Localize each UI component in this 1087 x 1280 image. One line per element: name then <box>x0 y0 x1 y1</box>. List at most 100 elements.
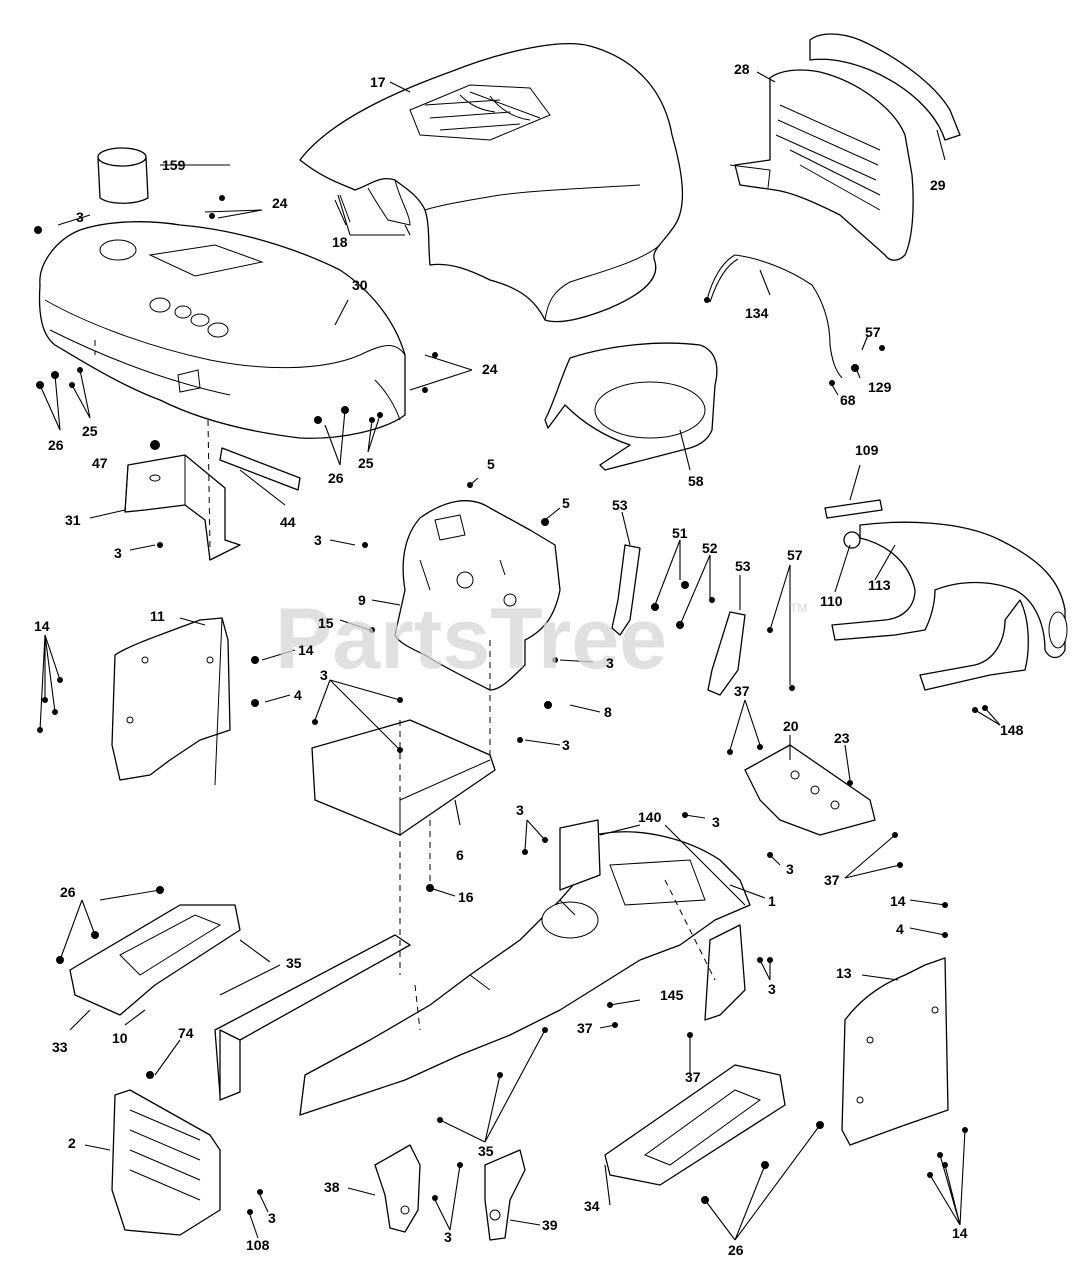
callout-30[interactable]: 30 <box>352 277 368 293</box>
callout-47[interactable]: 47 <box>92 455 108 471</box>
callout-25[interactable]: 25 <box>358 455 374 471</box>
dash-panel-part-30[interactable] <box>38 221 406 439</box>
callout-26[interactable]: 26 <box>328 470 344 486</box>
callout-16[interactable]: 16 <box>458 889 474 905</box>
callout-37[interactable]: 37 <box>824 872 840 888</box>
callout-148[interactable]: 148 <box>1000 722 1024 738</box>
callout-3[interactable]: 3 <box>320 667 328 683</box>
callout-113[interactable]: 113 <box>868 577 891 593</box>
callout-5[interactable]: 5 <box>562 495 570 511</box>
callout-15[interactable]: 15 <box>318 615 334 631</box>
callout-129[interactable]: 129 <box>868 379 892 395</box>
callout-159[interactable]: 159 <box>162 157 186 173</box>
callout-10[interactable]: 10 <box>112 1030 128 1046</box>
callout-8[interactable]: 8 <box>604 704 612 720</box>
callout-3[interactable]: 3 <box>268 1210 276 1226</box>
callout-6[interactable]: 6 <box>456 847 464 863</box>
callout-18[interactable]: 18 <box>332 234 348 250</box>
callout-14[interactable]: 14 <box>34 618 50 634</box>
bracket-part-53b[interactable] <box>707 611 746 696</box>
callout-1[interactable]: 1 <box>768 893 776 909</box>
callout-34[interactable]: 34 <box>584 1198 600 1214</box>
plug-part-110[interactable] <box>843 531 861 549</box>
callout-4[interactable]: 4 <box>896 921 904 937</box>
callout-145[interactable]: 145 <box>660 987 684 1003</box>
bracket-part-44[interactable] <box>219 447 301 491</box>
callout-38[interactable]: 38 <box>324 1179 340 1195</box>
bracket-part-31[interactable] <box>124 454 241 561</box>
callout-3[interactable]: 3 <box>562 737 570 753</box>
bar-part-109[interactable] <box>824 499 883 519</box>
callout-37[interactable]: 37 <box>734 683 750 699</box>
bumper-part-113[interactable] <box>831 521 1068 691</box>
callout-37[interactable]: 37 <box>685 1069 701 1085</box>
plate-part-6[interactable] <box>311 719 496 836</box>
callout-4[interactable]: 4 <box>294 687 302 703</box>
callout-140[interactable]: 140 <box>638 809 662 825</box>
callout-24[interactable]: 24 <box>272 195 288 211</box>
callout-35[interactable]: 35 <box>286 955 302 971</box>
callout-23[interactable]: 23 <box>834 730 850 746</box>
grille-part-28[interactable] <box>729 69 914 261</box>
callout-3[interactable]: 3 <box>516 802 524 818</box>
callout-5[interactable]: 5 <box>487 456 495 472</box>
footrest-part-34[interactable] <box>604 1064 786 1186</box>
callout-33[interactable]: 33 <box>52 1039 68 1055</box>
callout-108[interactable]: 108 <box>246 1237 270 1253</box>
bracket-part-140[interactable] <box>559 819 601 891</box>
footrest-part-33[interactable] <box>69 904 241 1016</box>
callout-2[interactable]: 2 <box>68 1135 76 1151</box>
callout-11[interactable]: 11 <box>150 608 165 624</box>
callout-68[interactable]: 68 <box>840 392 856 408</box>
callout-109[interactable]: 109 <box>855 442 879 458</box>
callout-26[interactable]: 26 <box>48 437 64 453</box>
callout-26[interactable]: 26 <box>60 884 76 900</box>
side-panel-part-13[interactable] <box>841 957 949 1146</box>
frame-part-1[interactable] <box>214 831 751 1116</box>
callout-29[interactable]: 29 <box>930 177 946 193</box>
callout-17[interactable]: 17 <box>370 74 386 90</box>
callout-3[interactable]: 3 <box>76 209 84 225</box>
callout-24[interactable]: 24 <box>482 361 498 377</box>
bracket-part-20[interactable] <box>744 744 876 836</box>
bracket-part-145[interactable] <box>704 924 746 1021</box>
callout-9[interactable]: 9 <box>358 592 366 608</box>
callout-3[interactable]: 3 <box>768 981 776 997</box>
callout-74[interactable]: 74 <box>178 1025 194 1041</box>
callout-26[interactable]: 26 <box>728 1242 744 1258</box>
cable-part-134[interactable] <box>706 254 843 379</box>
callout-28[interactable]: 28 <box>734 61 750 77</box>
callout-25[interactable]: 25 <box>82 423 98 439</box>
callout-14[interactable]: 14 <box>952 1225 968 1241</box>
callout-20[interactable]: 20 <box>783 718 799 734</box>
callout-14[interactable]: 14 <box>890 893 906 909</box>
callout-3[interactable]: 3 <box>712 814 720 830</box>
bracket-part-53[interactable] <box>611 544 641 636</box>
callout-3[interactable]: 3 <box>444 1229 452 1245</box>
callout-58[interactable]: 58 <box>688 473 704 489</box>
callout-44[interactable]: 44 <box>280 514 296 530</box>
hood-part-17[interactable] <box>299 43 684 323</box>
callout-134[interactable]: 134 <box>745 305 769 321</box>
bracket-part-39[interactable] <box>484 1149 526 1241</box>
callout-35[interactable]: 35 <box>478 1143 494 1159</box>
callout-3[interactable]: 3 <box>314 532 322 548</box>
callout-110[interactable]: 110 <box>820 593 843 609</box>
bracket-part-38[interactable] <box>374 1144 421 1233</box>
cup-part-159[interactable] <box>97 147 149 204</box>
shroud-part-58[interactable] <box>544 342 718 471</box>
callout-51[interactable]: 51 <box>672 525 688 541</box>
panel-part-9[interactable] <box>394 500 561 691</box>
callout-13[interactable]: 13 <box>836 965 852 981</box>
callout-53[interactable]: 53 <box>612 497 628 513</box>
callout-3[interactable]: 3 <box>606 655 614 671</box>
callout-3[interactable]: 3 <box>114 545 122 561</box>
callout-3[interactable]: 3 <box>786 861 794 877</box>
callout-53[interactable]: 53 <box>735 558 751 574</box>
callout-57[interactable]: 57 <box>865 324 881 340</box>
side-panel-part-11[interactable] <box>111 617 231 786</box>
callout-37[interactable]: 37 <box>577 1020 593 1036</box>
grille-trim-part-29[interactable] <box>809 33 961 141</box>
callout-39[interactable]: 39 <box>542 1217 558 1233</box>
callout-31[interactable]: 31 <box>65 512 81 528</box>
